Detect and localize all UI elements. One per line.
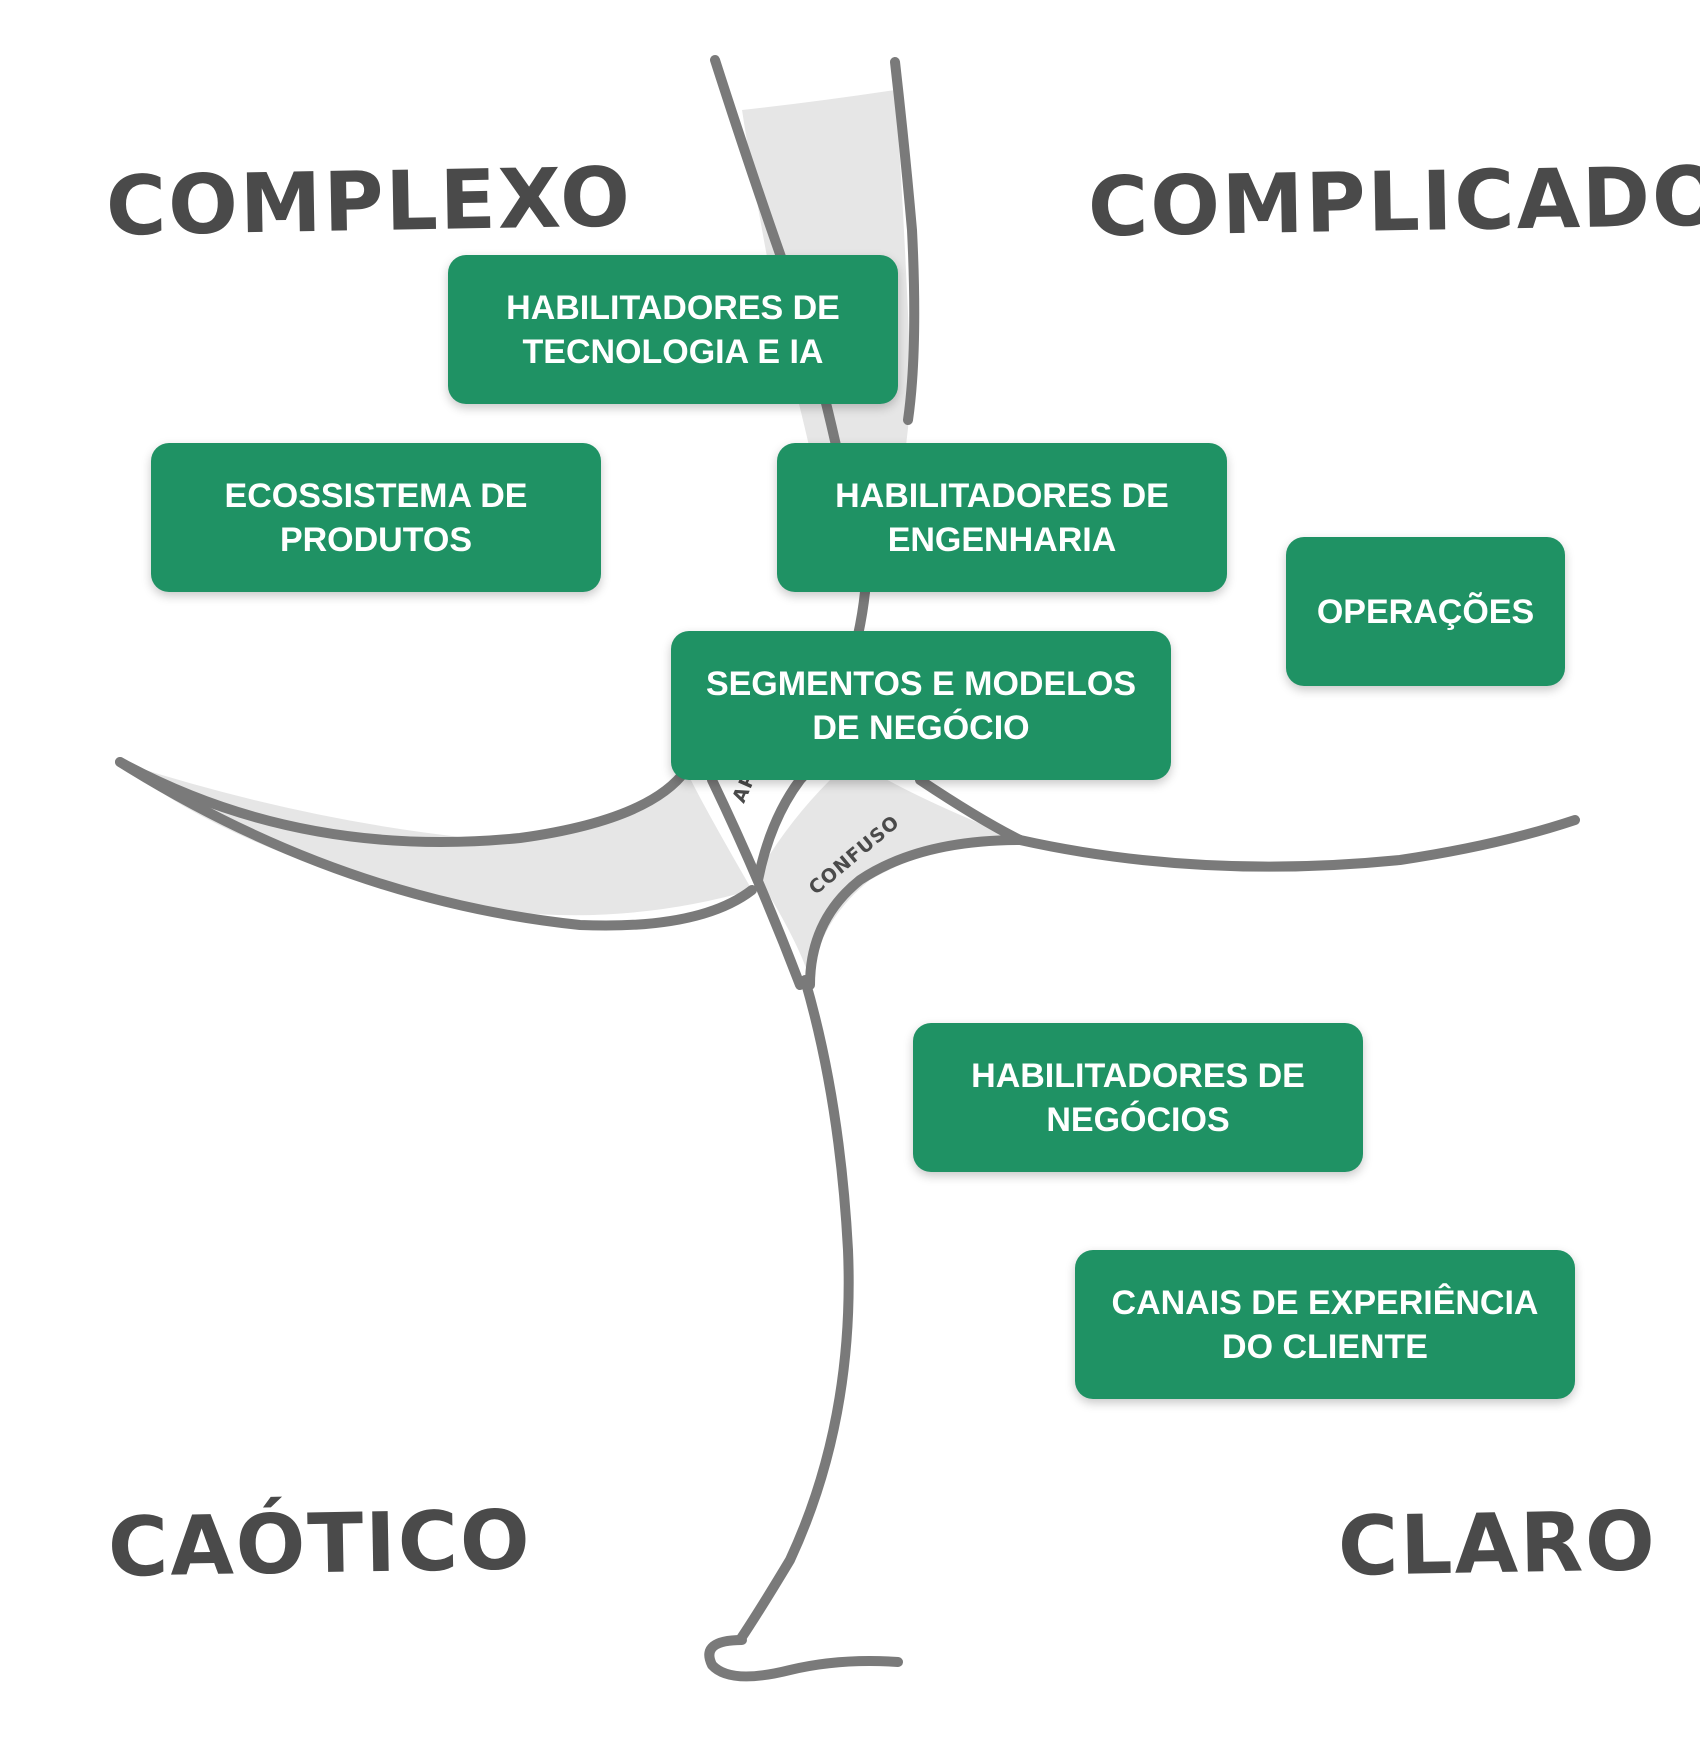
box-text: HABILITADORES DE NEGÓCIOS	[971, 1056, 1305, 1139]
quadrant-label-caotico: CAÓTICO	[107, 1493, 533, 1596]
left-wing-upper-line	[115, 757, 691, 848]
box-habilitadores-engenharia: HABILITADORES DE ENGENHARIA	[777, 443, 1227, 592]
center-inner-right-line	[805, 835, 1025, 990]
quadrant-label-claro: CLARO	[1337, 1494, 1658, 1595]
box-habilitadores-negocios: HABILITADORES DE NEGÓCIOS	[913, 1023, 1363, 1172]
quadrant-label-complicado: COMPLICADO	[1087, 149, 1700, 256]
top-right-line	[890, 57, 920, 425]
right-wing-line	[1015, 815, 1580, 872]
box-text: SEGMENTOS E MODELOS DE NEGÓCIO	[705, 664, 1137, 747]
box-canais-experiencia-cliente: CANAIS DE EXPERIÊNCIA DO CLIENTE	[1075, 1250, 1575, 1399]
stem-line	[735, 975, 854, 1645]
quadrant-label-complexo: COMPLEXO	[105, 150, 633, 255]
box-ecossistema-produtos: ECOSSISTEMA DE PRODUTOS	[151, 443, 601, 592]
box-operacoes: OPERAÇÕES	[1286, 537, 1565, 686]
box-text: CANAIS DE EXPERIÊNCIA DO CLIENTE	[1111, 1283, 1539, 1366]
box-text: OPERAÇÕES	[1316, 592, 1535, 631]
box-habilitadores-tecnologia-ia: HABILITADORES DE TECNOLOGIA E IA	[448, 255, 898, 404]
box-text: HABILITADORES DE ENGENHARIA	[835, 476, 1169, 559]
box-text: HABILITADORES DE TECNOLOGIA E IA	[506, 288, 840, 371]
stem-curl	[704, 1635, 903, 1682]
box-segmentos-modelos-negocio: SEGMENTOS E MODELOS DE NEGÓCIO	[671, 631, 1171, 780]
left-wing-lower-line	[115, 757, 757, 931]
box-text: ECOSSISTEMA DE PRODUTOS	[224, 476, 528, 559]
